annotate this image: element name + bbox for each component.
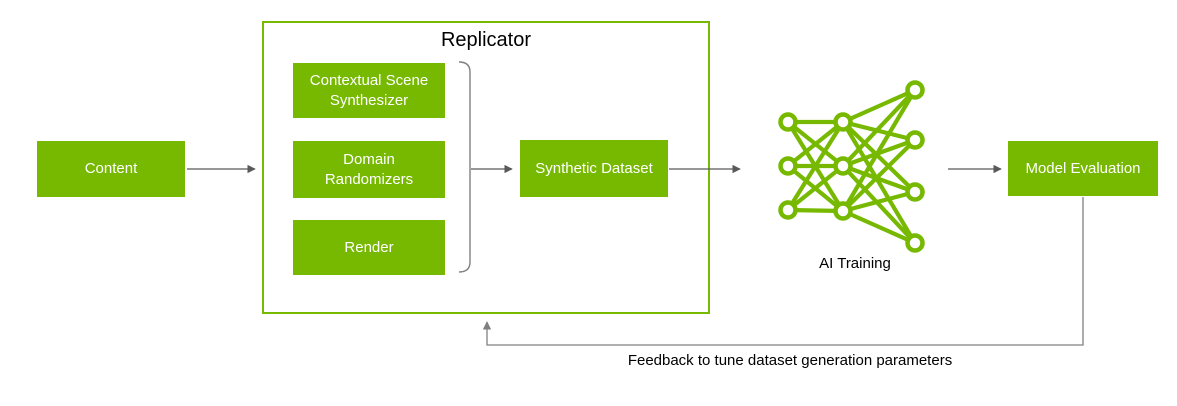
- synthetic-dataset-label: Synthetic Dataset: [535, 159, 653, 177]
- module-label: Domain Randomizers: [324, 151, 414, 188]
- module-box-domain-randomizers: Domain Randomizers: [293, 141, 445, 198]
- model-evaluation-label: Model Evaluation: [1025, 159, 1141, 177]
- module-label: Render: [344, 238, 394, 256]
- model-evaluation-box: Model Evaluation: [1008, 141, 1158, 196]
- content-box-label: Content: [84, 160, 138, 178]
- module-box-render: Render: [293, 220, 445, 275]
- content-box: Content: [37, 141, 185, 197]
- ai-training-label: AI Training: [819, 255, 891, 272]
- synthetic-dataset-box: Synthetic Dataset: [520, 140, 668, 197]
- replicator-title: Replicator: [440, 29, 532, 51]
- module-box-contextual-scene-synthesizer: Contextual Scene Synthesizer: [293, 63, 445, 118]
- feedback-loop-label: Feedback to tune dataset generation para…: [627, 352, 953, 369]
- module-label: Contextual Scene Synthesizer: [309, 72, 429, 109]
- neural-network-icon: [778, 80, 925, 253]
